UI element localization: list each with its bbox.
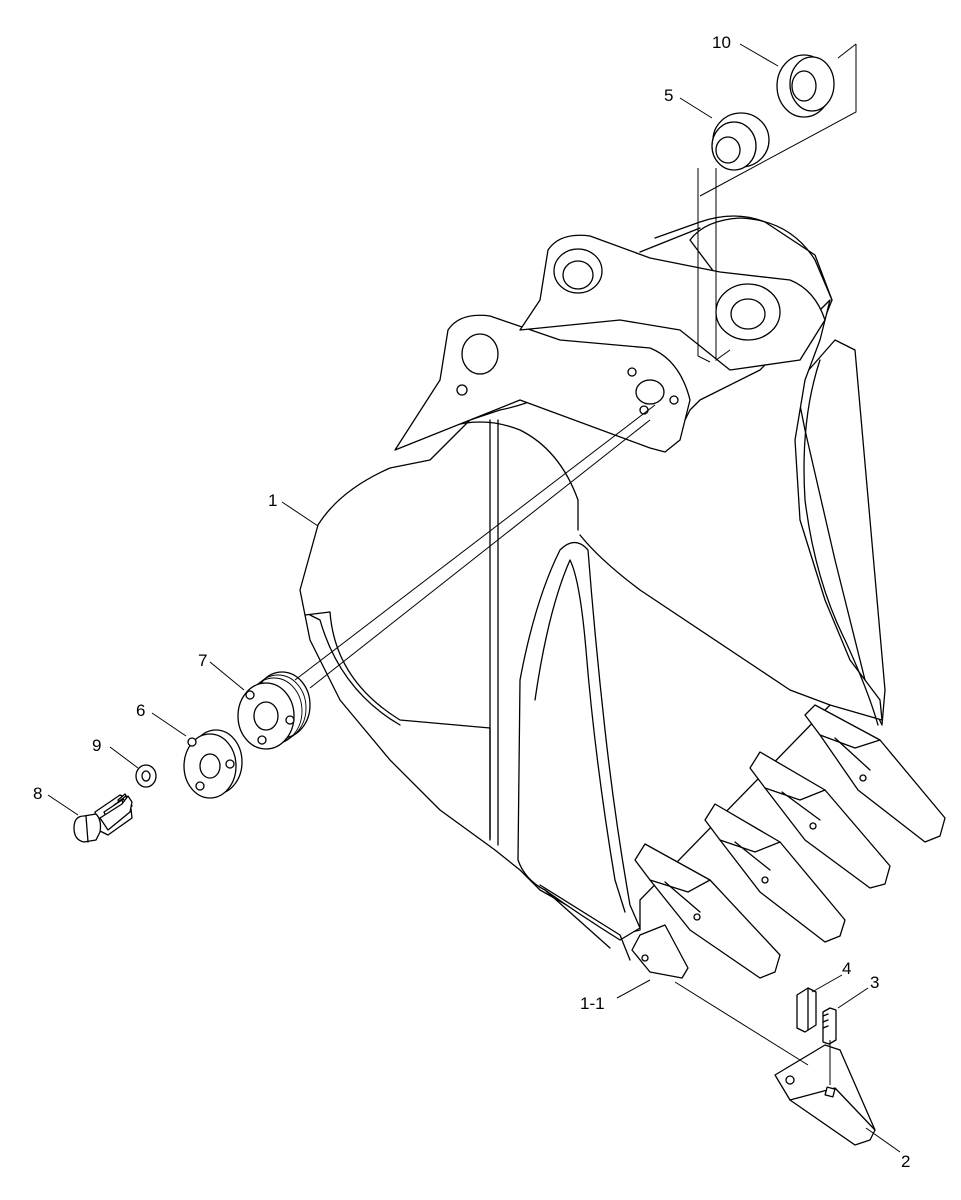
callout-2: 2 [901,1152,910,1171]
lock-part-4 [796,987,817,1033]
callout-8: 8 [33,784,42,803]
callout-10: 10 [712,33,731,52]
callout-1-1: 1-1 [580,994,605,1013]
callout-6: 6 [136,701,145,720]
bushing-part-5 [711,112,770,171]
bolt-part-8 [73,793,133,843]
callout-7: 7 [198,651,207,670]
callout-leaders [47,43,901,1153]
plate-part-6 [183,729,243,799]
callout-numbers: 10 5 1 7 6 9 8 4 3 1-1 2 [33,33,910,1171]
washer-part-9 [135,764,157,788]
bucket-teeth [631,704,946,979]
tooth-part-2 [774,1044,876,1146]
callout-5: 5 [664,86,673,105]
callout-4: 4 [842,959,851,978]
spacer-part-7 [237,671,311,750]
pin-part-3 [822,1007,837,1045]
pin-bosses [394,215,833,453]
assembly-lines [294,43,857,1085]
callout-9: 9 [92,736,101,755]
callout-3: 3 [870,973,879,992]
washer-part-10 [776,54,835,118]
callout-1: 1 [268,491,277,510]
bucket-body [299,217,886,961]
